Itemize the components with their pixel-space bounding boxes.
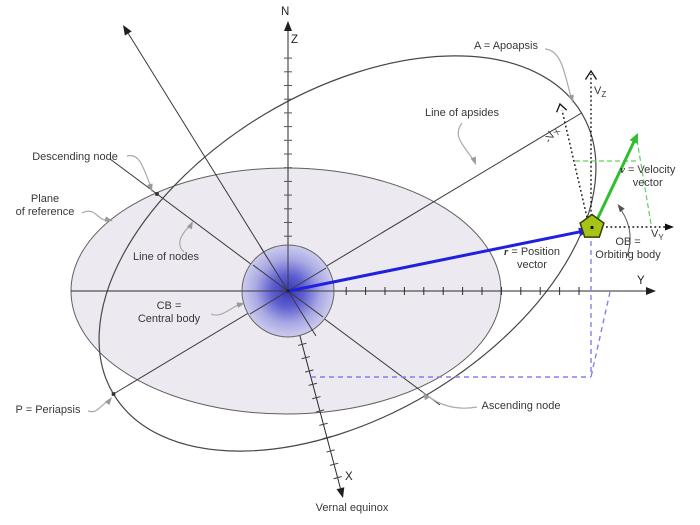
velocity-vector-label: v = Velocity vector	[620, 164, 676, 189]
central-body-leader	[210, 304, 239, 316]
velocity-component-axes	[561, 74, 666, 228]
position-vector	[288, 230, 581, 293]
orbit-direction-arrowhead	[617, 204, 625, 213]
origin-dot	[286, 289, 290, 293]
annotation-leaders	[81, 48, 572, 413]
line-of-apsides-label: Line of apsides	[425, 107, 499, 119]
projection-dash-slanted	[590, 291, 611, 378]
vy-arrowhead	[665, 223, 674, 231]
periapsis-marker	[111, 392, 116, 396]
axis-tick	[333, 476, 342, 480]
vz-arrowhead	[584, 69, 598, 80]
central-body-label: CB = Central body	[137, 300, 201, 325]
apoapsis-leader	[544, 48, 572, 98]
vx-dotted-axis	[561, 109, 590, 227]
descending-node-label: Descending node	[32, 151, 118, 163]
y-axis-label: Y	[637, 275, 645, 287]
axis-tick	[297, 342, 307, 346]
vz-component-label: VZ	[594, 85, 607, 100]
axis-tick	[308, 382, 318, 386]
axis-tick	[326, 449, 335, 453]
apoapsis-label: A = Apoapsis	[474, 40, 538, 52]
periapsis-label: P = Periapsis	[15, 404, 81, 416]
descending-node-leader	[126, 154, 152, 188]
descending-node-marker	[155, 192, 159, 196]
position-projection-dashes	[311, 241, 611, 378]
axis-tick	[315, 409, 325, 413]
y-axis	[71, 287, 648, 295]
plane-of-reference-leader	[81, 210, 108, 221]
z-axis-arrowhead	[284, 21, 292, 31]
orbiting-body-center-dot	[590, 225, 594, 230]
line-of-apsides-line	[113, 112, 582, 395]
x-axis-arrowhead	[336, 487, 345, 498]
plane-of-reference-label: Plane of reference	[15, 193, 75, 218]
vernal-equinox-label: Vernal equinox	[315, 502, 389, 514]
vx-arrowhead	[555, 102, 568, 113]
y-axis-arrowhead	[646, 287, 656, 295]
ascending-node-leader	[427, 395, 478, 409]
velocity-vector-arrowhead	[629, 133, 638, 144]
x-axis-label: X	[345, 471, 353, 483]
line-of-apsides-leader	[457, 122, 473, 159]
orbiting-body-label: OB = Orbiting body	[595, 236, 661, 261]
north-axis-label: N	[281, 6, 290, 18]
line-of-nodes-label: Line of nodes	[132, 251, 200, 263]
velocity-vector	[593, 139, 636, 225]
axis-tick	[329, 462, 339, 466]
annotation-leader-arrowheads	[104, 94, 574, 406]
orbit-normal-arrowhead	[123, 25, 132, 36]
axis-tick	[305, 369, 314, 373]
axis-tick	[301, 356, 311, 360]
vy-component-label: VY	[651, 228, 664, 243]
ascending-node-label: Ascending node	[481, 400, 561, 412]
axis-tick	[312, 396, 321, 400]
line-of-nodes-leader	[179, 225, 191, 253]
axis-tick	[319, 422, 328, 426]
axis-tick	[322, 436, 332, 440]
orbiting-body	[579, 213, 605, 238]
z-axis-label: Z	[291, 34, 299, 46]
periapsis-leader	[87, 400, 109, 413]
position-vector-label: r = Position vector	[504, 246, 560, 271]
